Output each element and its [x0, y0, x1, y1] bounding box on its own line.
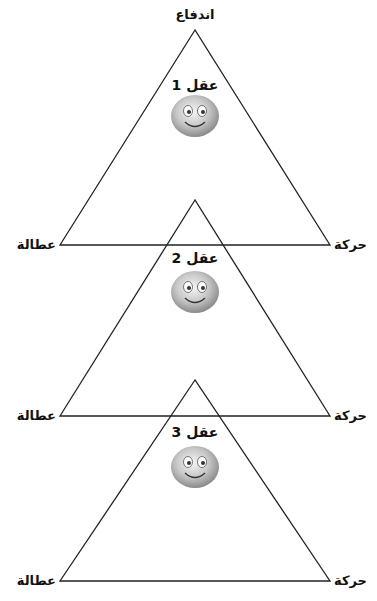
- corner-label: حركة: [334, 408, 367, 424]
- smiley-face: [171, 446, 219, 488]
- mind-label: عقل 1: [172, 77, 219, 94]
- triangle-outline: [60, 200, 330, 416]
- mind-label: عقل 2: [172, 250, 219, 267]
- mind-triangle: عقل 1: [60, 30, 330, 245]
- corner-label: عطالة: [17, 573, 56, 589]
- mind-label: عقل 3: [172, 424, 219, 441]
- corner-label: حركة: [334, 573, 367, 589]
- triangle-outline: [60, 380, 330, 581]
- smiley-face: [171, 271, 219, 313]
- mind-triangle: عقل 2: [60, 200, 330, 416]
- triangle-edge: [60, 200, 330, 416]
- smiley-face: [171, 95, 219, 137]
- mind-triangle: عقل 3: [60, 380, 330, 581]
- triangle-edge: [60, 380, 330, 581]
- triangle-outline: [60, 30, 330, 245]
- corner-label: اندفاع: [175, 7, 214, 23]
- corner-label: عطالة: [17, 408, 56, 424]
- corner-label: عطالة: [17, 237, 56, 253]
- triangle-edge: [60, 30, 330, 245]
- corner-label: حركة: [334, 237, 367, 253]
